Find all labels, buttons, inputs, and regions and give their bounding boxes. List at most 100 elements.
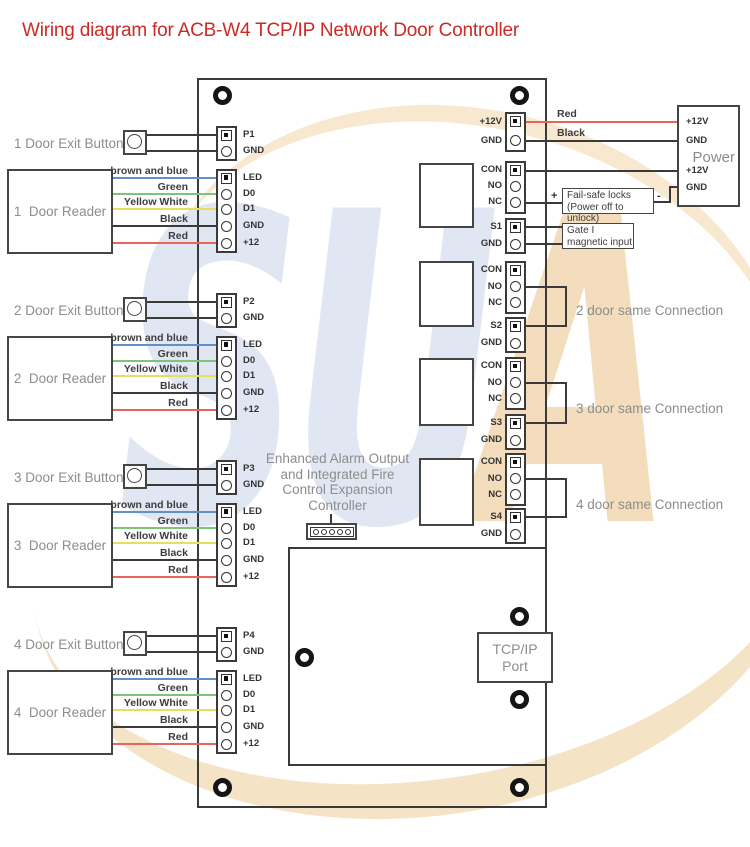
terminal-pin xyxy=(221,537,232,549)
terminal-pin xyxy=(510,435,521,446)
wire-label: Red xyxy=(168,731,188,743)
pin-label: GND xyxy=(243,387,265,398)
door4-reader-label: 4 Door Reader xyxy=(13,705,107,720)
wire xyxy=(526,121,677,123)
terminal-pin xyxy=(510,281,521,292)
pin-label: D0 xyxy=(243,522,256,533)
sensor2-terminal xyxy=(505,317,526,353)
wire-label: Black xyxy=(159,213,188,225)
pin-label: S1 xyxy=(490,221,502,232)
wire xyxy=(526,202,562,204)
pin-label: NC xyxy=(488,489,502,500)
wire xyxy=(526,382,567,384)
connector-pin xyxy=(329,529,335,535)
wire xyxy=(113,559,216,561)
tcpip-port: TCP/IP Port xyxy=(477,632,553,683)
door4-connection-label: 4 door same Connection xyxy=(576,497,724,512)
terminal-pin xyxy=(221,554,232,566)
wire-label: Black xyxy=(159,380,188,392)
terminal-pin xyxy=(221,704,232,716)
wire xyxy=(113,576,216,578)
terminal-pin xyxy=(221,339,232,351)
wire xyxy=(113,208,216,210)
door2-exit-button-label: 2 Door Exit Button xyxy=(14,303,124,318)
wire xyxy=(526,325,567,327)
pin-label: D1 xyxy=(243,203,256,214)
page-title: Wiring diagram for ACB-W4 TCP/IP Network… xyxy=(22,20,520,41)
terminal-pin xyxy=(510,181,521,192)
terminal-pin xyxy=(510,135,521,146)
terminal-pin xyxy=(221,464,232,475)
relay2-terminal xyxy=(505,261,526,314)
sensor4-terminal xyxy=(505,508,526,544)
pin-label: LED xyxy=(243,506,262,517)
wire-label: Black xyxy=(557,127,586,139)
wire-label: Red xyxy=(557,108,577,120)
connector-pin xyxy=(337,529,343,535)
wire xyxy=(526,286,567,288)
door3-exit-button-circle xyxy=(126,468,142,483)
wire xyxy=(113,678,216,680)
gate-magnetic-input-box: Gate I magnetic input xyxy=(562,223,634,249)
pin-label: GND xyxy=(480,238,502,249)
door4-exit-terminal xyxy=(216,627,237,662)
pin-label: LED xyxy=(243,339,262,350)
door1-exit-button-label: 1 Door Exit Button xyxy=(14,136,124,151)
relay4-terminal xyxy=(505,453,526,506)
screw-hole xyxy=(212,777,232,797)
screw-hole xyxy=(509,777,529,797)
wire xyxy=(526,516,567,518)
door4-exit-button-label: 4 Door Exit Button xyxy=(14,637,124,652)
wire xyxy=(147,150,216,152)
pin-label: +12 xyxy=(243,571,260,582)
wire-label: Yellow White xyxy=(123,363,188,375)
wire xyxy=(113,392,216,394)
door3-exit-button-label: 3 Door Exit Button xyxy=(14,470,124,485)
wire-label: Green xyxy=(157,515,188,527)
terminal-pin xyxy=(221,203,232,215)
pin-label: GND xyxy=(480,434,502,445)
pin-label: P2 xyxy=(243,296,255,307)
door3-exit-terminal xyxy=(216,460,237,495)
wire xyxy=(565,478,567,518)
door4-exit-button-circle xyxy=(126,635,142,650)
pin-label: GND xyxy=(243,312,265,323)
terminal-pin xyxy=(510,321,521,332)
screw-hole xyxy=(509,606,529,626)
pin-label: GND xyxy=(243,554,265,565)
door1-exit-button-circle xyxy=(126,134,142,149)
wire-label: Yellow White xyxy=(123,530,188,542)
pin-label: D1 xyxy=(243,537,256,548)
terminal-pin xyxy=(221,404,232,416)
screw-hole xyxy=(294,647,314,667)
power-box-title: Power xyxy=(692,149,735,166)
pin-label: NC xyxy=(488,297,502,308)
tcpip-label-line2: Port xyxy=(502,658,528,674)
terminal-pin xyxy=(221,237,232,249)
terminal-pin xyxy=(221,480,232,491)
terminal-pin xyxy=(510,457,521,468)
terminal-pin xyxy=(221,673,232,685)
screw-hole xyxy=(212,85,232,105)
pin-label: GND xyxy=(480,528,502,539)
sensor3-terminal xyxy=(505,414,526,450)
wire xyxy=(526,243,562,245)
terminal-pin xyxy=(221,631,232,642)
wire xyxy=(113,177,216,179)
terminal-pin xyxy=(221,370,232,382)
wire xyxy=(565,286,567,327)
pin-label: D1 xyxy=(243,370,256,381)
wire xyxy=(113,511,216,513)
gate-line2: magnetic input xyxy=(567,236,633,248)
terminal-pin xyxy=(510,361,521,372)
pin-label: NO xyxy=(487,377,502,388)
pin-label: +12 xyxy=(243,404,260,415)
wire-label: Red xyxy=(168,230,188,242)
wire-label: brown and blue xyxy=(110,499,188,511)
terminal-pin xyxy=(221,738,232,750)
terminal-pin xyxy=(221,220,232,232)
wire xyxy=(113,409,216,411)
terminal-pin xyxy=(221,522,232,534)
minus-sign: - xyxy=(657,190,661,202)
door4-reader-terminal xyxy=(216,670,237,754)
